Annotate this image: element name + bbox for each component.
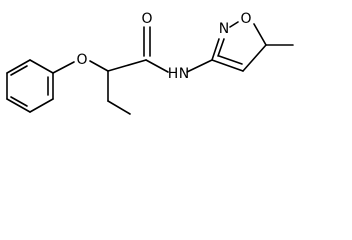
ring-oxygen-label: O <box>240 11 251 27</box>
amide-hydrogen-label: H <box>168 66 179 82</box>
isoxazole-ring <box>211 21 267 72</box>
oxygen-alpha-carbon-bond <box>89 60 109 72</box>
nitrogen-isoxazole-bond <box>186 59 213 73</box>
phenyl-oxygen-bond <box>52 61 75 74</box>
carbonyl-nitrogen-bond <box>145 59 169 73</box>
ether-oxygen-label: O <box>76 52 87 68</box>
methylene-methyl-bond <box>107 100 131 115</box>
molecule-diagram: O O N H N O <box>6 11 294 115</box>
alpha-carbon-carbonyl-bond <box>107 59 147 72</box>
ring-nitrogen-label: N <box>219 21 229 37</box>
carbonyl-oxygen-label: O <box>141 11 152 27</box>
amide-nitrogen-label: N <box>179 66 189 82</box>
phenyl-ring <box>6 59 54 113</box>
